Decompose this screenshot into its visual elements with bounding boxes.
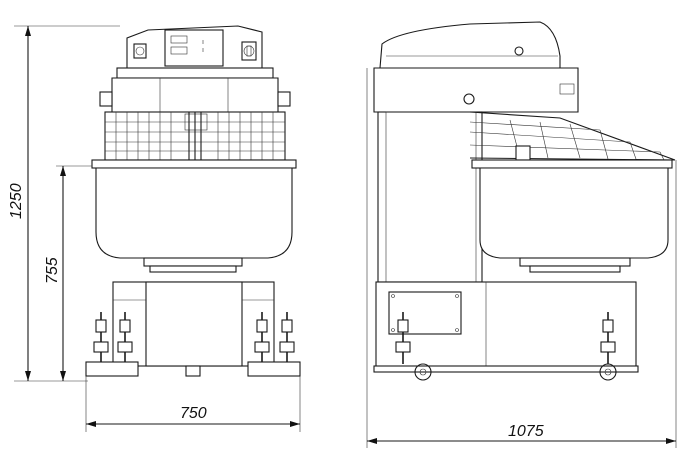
front-view: [85, 25, 301, 377]
foot-left-1: [93, 312, 109, 362]
front-leveling-feet: [93, 312, 295, 362]
front-base: [85, 281, 301, 377]
side-bowl: [471, 159, 673, 273]
bowl-guard: [104, 111, 286, 165]
foot-right-1: [254, 312, 270, 362]
head-housing: [99, 67, 291, 131]
side-base: [373, 281, 639, 373]
foot-left-2: [117, 312, 133, 362]
side-view: [373, 21, 676, 381]
foot-right-2: [279, 312, 295, 362]
side-feet: [395, 312, 617, 381]
switch-icon: [241, 41, 257, 61]
control-head: [126, 25, 263, 69]
dim-front-width: 750: [180, 405, 207, 422]
side-lid: [379, 21, 561, 69]
dim-bowl-height: 755: [44, 257, 61, 284]
wheel-front-icon: [414, 363, 432, 381]
side-guard: [469, 111, 676, 161]
side-head: [373, 67, 579, 113]
wheel-rear-icon: [599, 363, 617, 381]
lid-knob-icon: [514, 46, 524, 56]
dim-side-depth: 1075: [508, 423, 544, 440]
bowl: [91, 159, 297, 273]
side-knob-icon: [463, 93, 475, 105]
control-panel: [164, 29, 224, 67]
knob-icon: [133, 43, 147, 59]
dimension-lines: [14, 25, 677, 448]
dim-total-height: 1250: [8, 183, 25, 219]
